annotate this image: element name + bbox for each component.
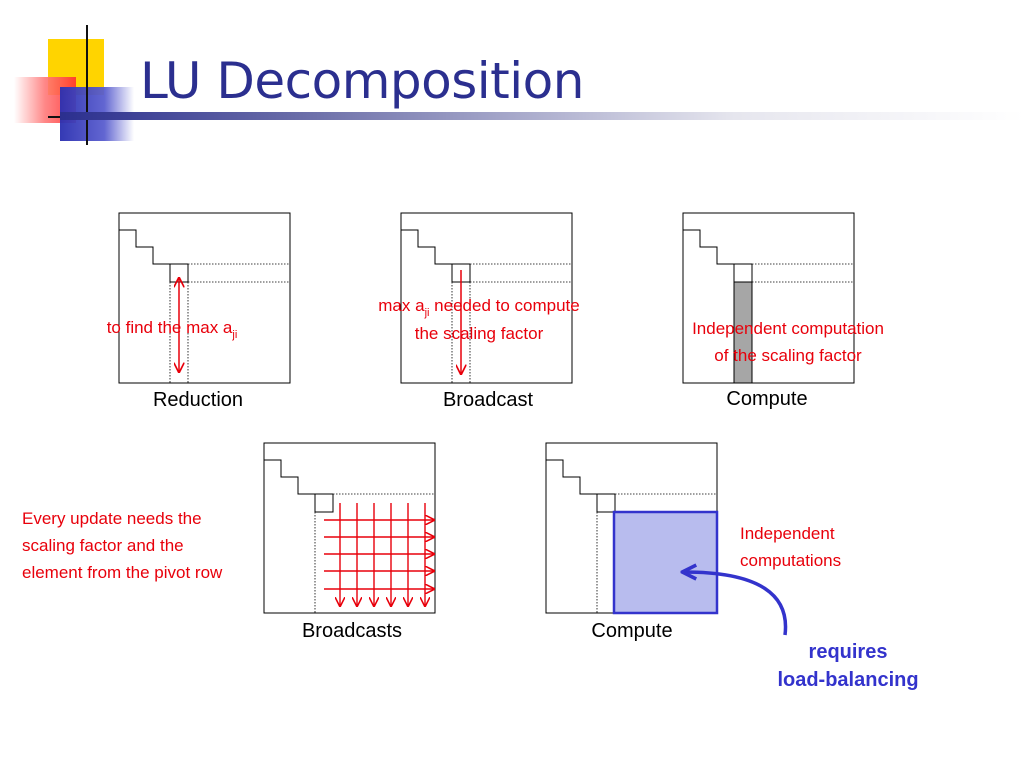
panel-broadcasts: Every update needs the scaling factor an… (22, 442, 436, 642)
compute-column-caption: Compute (726, 388, 807, 410)
broadcasts-note-line-2: scaling factor and the (22, 536, 184, 555)
staircase (683, 229, 753, 283)
staircase (119, 229, 189, 283)
trailing-submatrix-highlight (612, 510, 719, 615)
compute-block-note-line-1: Independent (740, 524, 835, 543)
compute-column-note-line-2: of the scaling factor (714, 346, 862, 365)
staircase (401, 229, 471, 283)
broadcast-note-line-2: the scaling factor (415, 324, 544, 343)
matrix-frame (118, 212, 291, 384)
callout-line-2: load-balancing (777, 669, 918, 691)
broadcasts-note-line-1: Every update needs the (22, 509, 202, 528)
staircase (264, 459, 334, 513)
reduction-note: to find the max aji (107, 318, 238, 341)
compute-column-note-line-1: Independent computation (692, 319, 884, 338)
broadcast-note-line-1: max aji needed to compute (378, 296, 579, 319)
panel-broadcast: max aji needed to compute the scaling fa… (378, 212, 580, 411)
matrix-frame (263, 442, 436, 614)
broadcast-caption: Broadcast (443, 389, 533, 411)
broadcasts-note-line-3: element from the pivot row (22, 563, 223, 582)
matrix-frame (682, 212, 855, 384)
load-balancing-callout-arrow (684, 572, 788, 636)
compute-block-note-line-2: computations (740, 551, 841, 570)
broadcasts-caption: Broadcasts (302, 620, 402, 642)
broadcast-grid-arrows (324, 503, 434, 606)
compute-block-caption: Compute (591, 620, 672, 642)
panel-compute-block: Independent computations requires load-b… (545, 442, 919, 691)
panel-compute-column: Independent computation of the scaling f… (682, 212, 884, 410)
slide-title: LU Decomposition (140, 52, 584, 110)
scaling-column-highlight (733, 281, 753, 384)
reduction-caption: Reduction (153, 389, 243, 411)
staircase (546, 459, 616, 513)
callout-line-1: requires (809, 641, 888, 663)
title-underline (60, 112, 1024, 120)
panel-reduction: to find the max aji Reduction (107, 212, 291, 411)
matrix-frame (400, 212, 573, 384)
